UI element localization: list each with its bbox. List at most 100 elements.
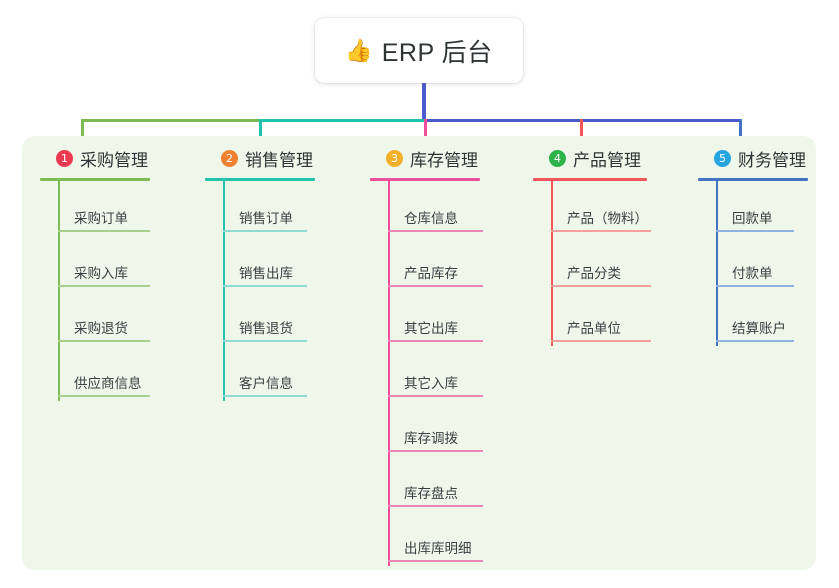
leaf-item-underline (716, 230, 794, 232)
leaf-item[interactable]: 销售退货 (205, 291, 315, 346)
branch-header-1[interactable]: 1 采购管理 (40, 145, 150, 171)
leaf-item[interactable]: 采购订单 (40, 181, 150, 236)
leaf-item-underline (716, 340, 794, 342)
leaf-item-underline (551, 340, 651, 342)
branch-header-3[interactable]: 3 库存管理 (370, 145, 480, 171)
leaf-item-label: 产品单位 (567, 321, 621, 336)
branch-header-4[interactable]: 4 产品管理 (533, 145, 647, 171)
branch-leaf-list: 仓库信息产品库存其它出库其它入库库存调拨库存盘点出库库明细 (370, 181, 483, 566)
leaf-item[interactable]: 库存盘点 (370, 456, 483, 511)
leaf-item[interactable]: 产品（物料） (533, 181, 651, 236)
leaf-item-underline (58, 230, 150, 232)
leaf-item[interactable]: 回款单 (698, 181, 808, 236)
leaf-item-underline (388, 505, 483, 507)
leaf-item[interactable]: 销售订单 (205, 181, 315, 236)
leaf-item-label: 库存调拨 (404, 431, 458, 446)
branch-column-3: 3 库存管理仓库信息产品库存其它出库其它入库库存调拨库存盘点出库库明细 (370, 145, 483, 566)
branch-title: 采购管理 (80, 150, 148, 170)
leaf-item-underline (388, 340, 483, 342)
leaf-item[interactable]: 客户信息 (205, 346, 315, 401)
leaf-item[interactable]: 库存调拨 (370, 401, 483, 456)
leaf-item-label: 回款单 (732, 211, 773, 226)
leaf-item-underline (388, 230, 483, 232)
leaf-item-label: 出库库明细 (404, 541, 472, 556)
root-node-label: ERP 后台 (381, 38, 493, 67)
root-stem-connector (422, 83, 426, 122)
branch-underline (205, 178, 315, 181)
branch-spine (388, 181, 390, 566)
connector-bar-segment (81, 119, 262, 122)
leaf-item[interactable]: 供应商信息 (40, 346, 150, 401)
branch-index-badge: 3 (386, 149, 403, 167)
leaf-item[interactable]: 销售出库 (205, 236, 315, 291)
thumbs-up-icon: 👍 (345, 37, 373, 63)
branch-header-2[interactable]: 2 销售管理 (205, 145, 315, 171)
leaf-item-label: 产品分类 (567, 266, 621, 281)
leaf-item-label: 销售出库 (239, 266, 293, 281)
branch-drop-connector (580, 119, 583, 145)
branch-title: 库存管理 (410, 150, 478, 170)
branch-leaf-list: 销售订单销售出库销售退货客户信息 (205, 181, 315, 401)
leaf-item-label: 采购订单 (74, 211, 128, 226)
branch-leaf-list: 回款单付款单结算账户 (698, 181, 808, 346)
branch-index-badge: 4 (549, 149, 566, 167)
branches-panel (22, 136, 816, 570)
leaf-item[interactable]: 结算账户 (698, 291, 808, 346)
root-node[interactable]: 👍 ERP 后台 (315, 18, 523, 83)
leaf-item-label: 产品（物料） (567, 211, 648, 226)
branch-column-2: 2 销售管理销售订单销售出库销售退货客户信息 (205, 145, 315, 401)
branch-title: 销售管理 (245, 150, 313, 170)
leaf-item-label: 采购入库 (74, 266, 128, 281)
leaf-item[interactable]: 产品库存 (370, 236, 483, 291)
branch-title: 财务管理 (738, 150, 806, 170)
connector-bar-segment (259, 119, 427, 122)
leaf-item-underline (58, 395, 150, 397)
leaf-item-label: 其它出库 (404, 321, 458, 336)
leaf-item[interactable]: 其它入库 (370, 346, 483, 401)
branch-spine (716, 181, 718, 346)
leaf-item-underline (716, 285, 794, 287)
leaf-item-label: 采购退货 (74, 321, 128, 336)
leaf-item-underline (388, 395, 483, 397)
branch-index-badge: 2 (221, 149, 238, 167)
leaf-item[interactable]: 采购退货 (40, 291, 150, 346)
leaf-item[interactable]: 仓库信息 (370, 181, 483, 236)
leaf-item-underline (223, 340, 307, 342)
branch-underline (370, 178, 480, 181)
leaf-item[interactable]: 付款单 (698, 236, 808, 291)
branch-index-badge: 1 (56, 149, 73, 167)
leaf-item-label: 其它入库 (404, 376, 458, 391)
leaf-item-underline (388, 450, 483, 452)
leaf-item-label: 销售订单 (239, 211, 293, 226)
leaf-item[interactable]: 其它出库 (370, 291, 483, 346)
branch-underline (40, 178, 150, 181)
leaf-item-underline (223, 395, 307, 397)
leaf-item-label: 付款单 (732, 266, 773, 281)
leaf-item[interactable]: 出库库明细 (370, 511, 483, 566)
leaf-item-label: 客户信息 (239, 376, 293, 391)
branch-drop-connector (81, 119, 84, 145)
leaf-item-label: 供应商信息 (74, 376, 142, 391)
branch-leaf-list: 产品（物料） 产品分类产品单位 (533, 181, 651, 346)
leaf-item-underline (388, 285, 483, 287)
leaf-item-label: 产品库存 (404, 266, 458, 281)
leaf-item-underline (551, 230, 651, 232)
leaf-item-underline (223, 230, 307, 232)
branch-drop-connector (259, 119, 262, 145)
branch-index-badge: 5 (714, 149, 731, 167)
branch-underline (698, 178, 808, 181)
branch-header-5[interactable]: 5 财务管理 (698, 145, 808, 171)
leaf-item[interactable]: 产品分类 (533, 236, 651, 291)
branch-column-5: 5 财务管理回款单付款单结算账户 (698, 145, 808, 346)
leaf-item[interactable]: 产品单位 (533, 291, 651, 346)
leaf-item-label: 库存盘点 (404, 486, 458, 501)
branch-title: 产品管理 (573, 150, 641, 170)
branch-column-1: 1 采购管理采购订单采购入库采购退货供应商信息 (40, 145, 150, 401)
branch-spine (58, 181, 60, 401)
leaf-item-underline (388, 560, 483, 562)
leaf-item-label: 仓库信息 (404, 211, 458, 226)
leaf-item-label: 销售退货 (239, 321, 293, 336)
branch-spine (223, 181, 225, 401)
leaf-item[interactable]: 采购入库 (40, 236, 150, 291)
